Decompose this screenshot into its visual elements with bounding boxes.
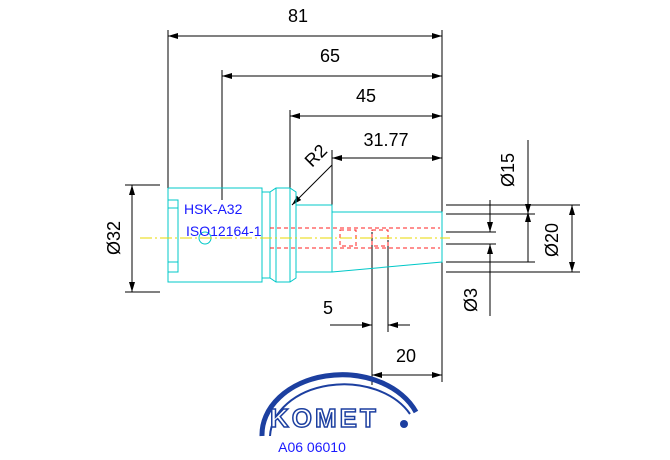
dim-20: 20 xyxy=(396,346,416,366)
dim-length-45: 45 xyxy=(356,86,376,106)
article-code: A06 06010 xyxy=(278,439,346,455)
dim-length-65: 65 xyxy=(320,46,340,66)
komet-logo: KOMET xyxy=(259,372,419,437)
dim-5: 5 xyxy=(323,298,333,318)
dim-radius: R2 xyxy=(301,140,331,170)
registered-mark-icon xyxy=(400,420,408,428)
dim-length-31: 31.77 xyxy=(363,130,408,150)
interface-label: HSK-A32 xyxy=(184,201,243,217)
dimension-lines xyxy=(129,33,575,378)
dim-diameter-20: Ø20 xyxy=(542,223,562,257)
dim-diameter-32: Ø32 xyxy=(104,221,124,255)
komet-logo-text: KOMET xyxy=(270,403,379,433)
dim-diameter-15: Ø15 xyxy=(498,153,518,187)
standard-label: ISO12164-1 xyxy=(186,223,262,239)
dim-diameter-3: Ø3 xyxy=(461,288,481,312)
dim-overall-length: 81 xyxy=(288,6,308,26)
